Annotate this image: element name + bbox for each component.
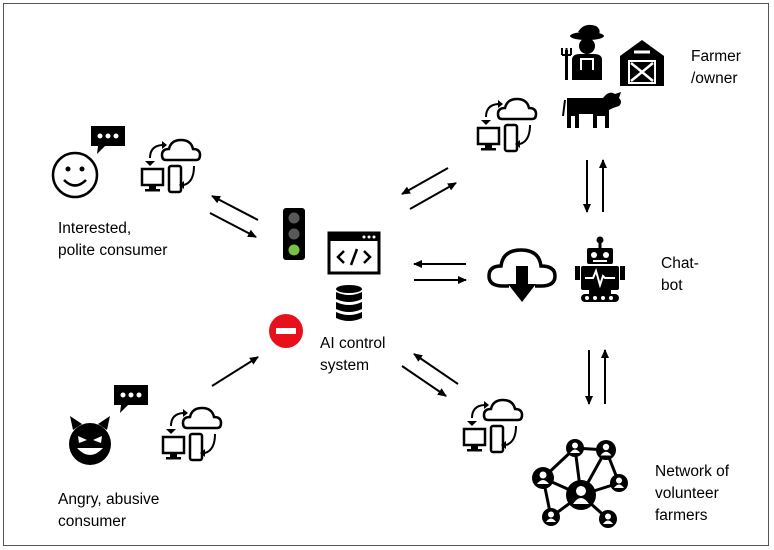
farmer-chatbot-arrows	[583, 159, 607, 213]
farmer-label-line2: /owner	[691, 70, 738, 87]
cow-icon	[562, 92, 621, 128]
system-network-arrows	[401, 353, 459, 397]
network-label-line3: farmers	[655, 507, 708, 524]
abusive-consumer-label-line2: consumer	[58, 513, 127, 530]
abusive-to-stop-arrow	[211, 356, 259, 387]
polite-consumer-label: Interested, polite consumer	[58, 218, 167, 262]
traffic-light-icon	[283, 208, 305, 260]
farmer-label: Farmer /owner	[691, 46, 741, 90]
system-chatbot-arrows	[413, 260, 467, 284]
speech-bubble-icon	[91, 126, 125, 154]
smiley-face-icon	[51, 151, 99, 199]
ai-system-label-line1: AI control	[320, 335, 386, 352]
chatbot-label: Chat- bot	[661, 253, 699, 297]
speech-bubble-icon	[114, 385, 148, 413]
barn-icon	[620, 40, 664, 86]
cloud-devices-sync-icon	[462, 398, 524, 454]
chatbot-label-line2: bot	[661, 277, 683, 294]
chatbot-network-arrows	[585, 349, 609, 405]
system-farmer-arrows	[401, 167, 457, 210]
abusive-consumer-label-line1: Angry, abusive	[58, 491, 160, 508]
people-network-nodes	[532, 439, 628, 528]
ai-system-label-line2: system	[320, 357, 370, 374]
chatbot-label-line1: Chat-	[661, 255, 699, 272]
ai-system-label: AI control system	[320, 333, 385, 377]
farmer-label-line1: Farmer	[691, 48, 741, 65]
abusive-consumer-label: Angry, abusive consumer	[58, 489, 159, 533]
cloud-devices-sync-icon	[161, 406, 223, 462]
network-label-line2: volunteer	[655, 485, 719, 502]
cloud-download-icon	[487, 248, 557, 302]
cloud-devices-sync-icon	[140, 138, 202, 194]
database-icon	[336, 285, 362, 321]
robot-icon	[575, 236, 625, 302]
network-label: Network of volunteer farmers	[655, 461, 729, 527]
farmer-icon	[561, 24, 604, 80]
polite-consumer-label-line1: Interested,	[58, 220, 132, 237]
code-window-icon	[327, 231, 381, 275]
cloud-devices-sync-icon	[476, 97, 538, 153]
consumer-system-arrows	[209, 195, 259, 238]
network-label-line1: Network of	[655, 463, 730, 480]
devil-face-icon	[69, 416, 111, 465]
diagram-frame	[3, 3, 769, 546]
polite-consumer-label-line2: polite consumer	[58, 242, 168, 259]
no-entry-icon	[269, 314, 303, 348]
